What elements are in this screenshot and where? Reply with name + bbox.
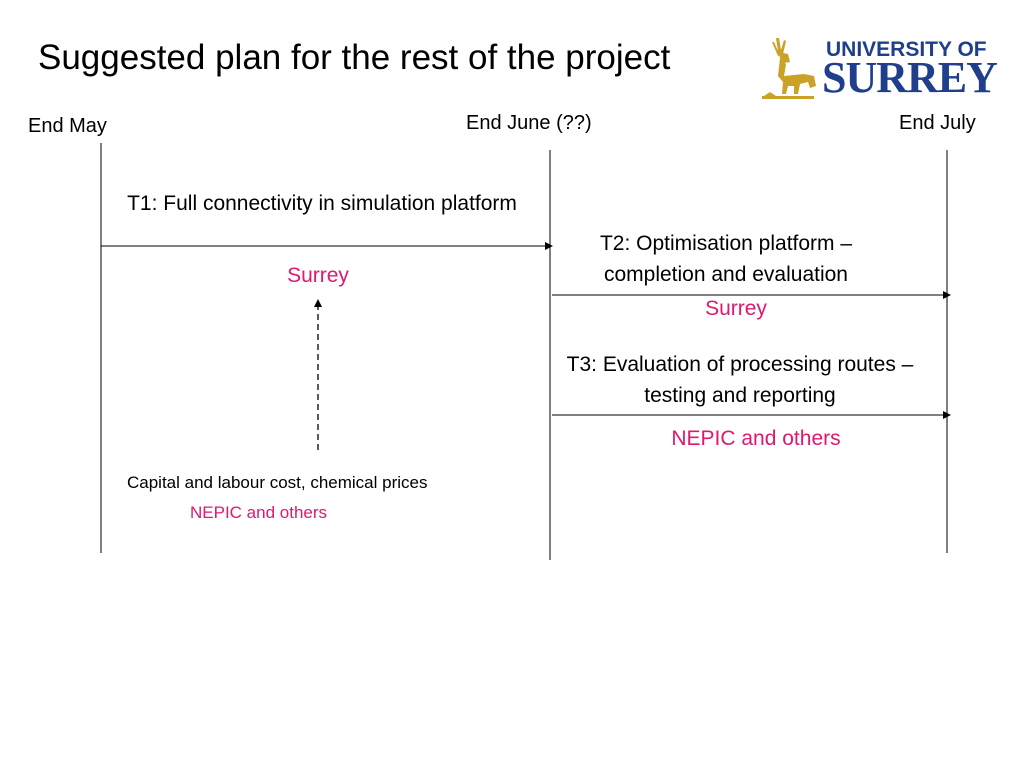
stag-icon bbox=[762, 38, 816, 99]
t2-title: T2: Optimisation platform – completion a… bbox=[599, 232, 853, 286]
logo-surrey: SURREY bbox=[822, 53, 998, 102]
milestone-label-may: End May bbox=[28, 115, 107, 137]
t1-title: T1: Full connectivity in simulation plat… bbox=[127, 192, 517, 215]
t3-title: T3: Evaluation of processing routes – te… bbox=[566, 353, 914, 407]
logo-university-of: UNIVERSITY OF bbox=[826, 38, 987, 61]
t3-owner: NEPIC and others bbox=[671, 427, 841, 450]
milestone-label-july: End July bbox=[899, 112, 976, 134]
t1-owner: Surrey bbox=[287, 264, 349, 287]
input-title: Capital and labour cost, chemical prices bbox=[127, 473, 428, 492]
slide-title: Suggested plan for the rest of the proje… bbox=[38, 38, 671, 77]
milestone-label-june: End June (??) bbox=[466, 112, 592, 134]
input-owner: NEPIC and others bbox=[190, 503, 328, 522]
t2-owner: Surrey bbox=[705, 297, 767, 320]
